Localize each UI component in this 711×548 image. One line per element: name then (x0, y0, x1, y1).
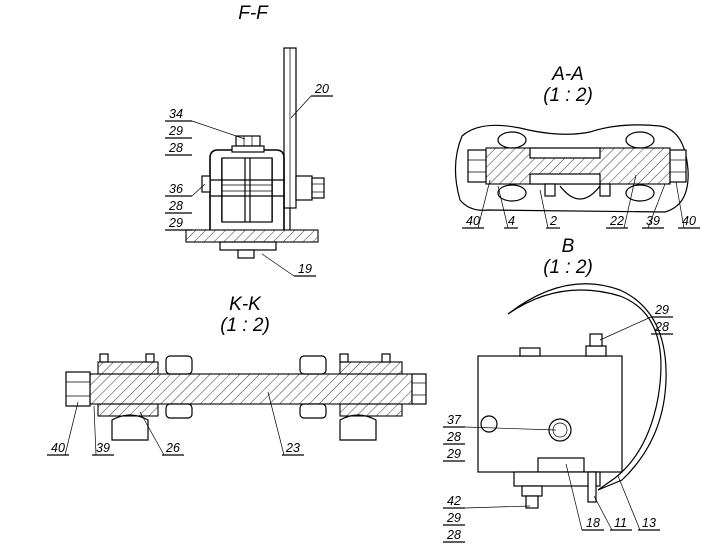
main-block (477, 355, 623, 473)
kk-callouts: 40 39 26 23 (47, 391, 304, 456)
view-b: B (1 : 2) 29 28 37 28 29 (443, 236, 673, 543)
svg-text:29: 29 (446, 447, 461, 461)
view-aa-title: A-A (551, 64, 584, 85)
nut-42 (525, 495, 539, 509)
bolt-head-36 (201, 175, 211, 193)
svg-text:18: 18 (586, 516, 600, 530)
view-aa-scale: (1 : 2) (543, 85, 593, 106)
svg-text:28: 28 (654, 320, 669, 334)
svg-text:39: 39 (646, 214, 660, 228)
part-11 (587, 471, 597, 503)
view-ff-title: F-F (238, 3, 269, 24)
svg-text:36: 36 (169, 182, 183, 196)
blade-13 (507, 283, 667, 491)
aa-outline (454, 124, 689, 213)
svg-text:2: 2 (549, 214, 557, 228)
view-b-title: B (562, 236, 575, 257)
svg-text:29: 29 (168, 124, 183, 138)
svg-text:40: 40 (682, 214, 696, 228)
view-aa: A-A (1 : 2) 40 4 2 22 (454, 64, 700, 229)
svg-text:39: 39 (96, 441, 110, 455)
svg-text:29: 29 (446, 511, 461, 525)
callout-stack-36: 36 28 29 (165, 182, 206, 231)
svg-text:20: 20 (314, 82, 329, 96)
svg-text:28: 28 (168, 141, 183, 155)
view-kk: K-K (1 : 2) 40 39 26 (47, 294, 427, 456)
base-plate (185, 229, 319, 243)
svg-text:42: 42 (447, 494, 461, 508)
svg-text:28: 28 (446, 430, 461, 444)
svg-text:40: 40 (51, 441, 65, 455)
plate-18 (537, 457, 585, 473)
callout-stack-34: 34 29 28 (165, 107, 246, 156)
bracket-inner (221, 157, 273, 223)
svg-text:28: 28 (446, 528, 461, 542)
svg-text:13: 13 (642, 516, 656, 530)
view-ff: F-F 34 29 28 (165, 3, 333, 277)
aa-callouts: 40 4 2 22 39 40 (462, 174, 700, 229)
view-b-scale: (1 : 2) (543, 257, 593, 278)
hole (480, 415, 498, 433)
svg-text:26: 26 (165, 441, 180, 455)
svg-text:29: 29 (654, 303, 669, 317)
view-kk-title: K-K (229, 294, 262, 315)
svg-text:29: 29 (168, 216, 183, 230)
svg-text:19: 19 (298, 262, 312, 276)
svg-text:34: 34 (169, 107, 183, 121)
b-callouts: 29 28 37 28 29 42 29 28 18 11 13 (443, 303, 673, 543)
svg-text:37: 37 (447, 413, 462, 427)
nut-right (311, 177, 325, 199)
svg-text:40: 40 (466, 214, 480, 228)
svg-text:22: 22 (609, 214, 624, 228)
callout-19: 19 (261, 253, 316, 277)
callout-20: 20 (290, 82, 333, 119)
svg-text:28: 28 (168, 199, 183, 213)
svg-text:4: 4 (508, 214, 515, 228)
svg-text:11: 11 (614, 516, 627, 530)
svg-text:23: 23 (285, 441, 300, 455)
view-kk-scale: (1 : 2) (220, 315, 270, 336)
kk-shaft (89, 373, 413, 405)
part-19 (219, 241, 277, 251)
